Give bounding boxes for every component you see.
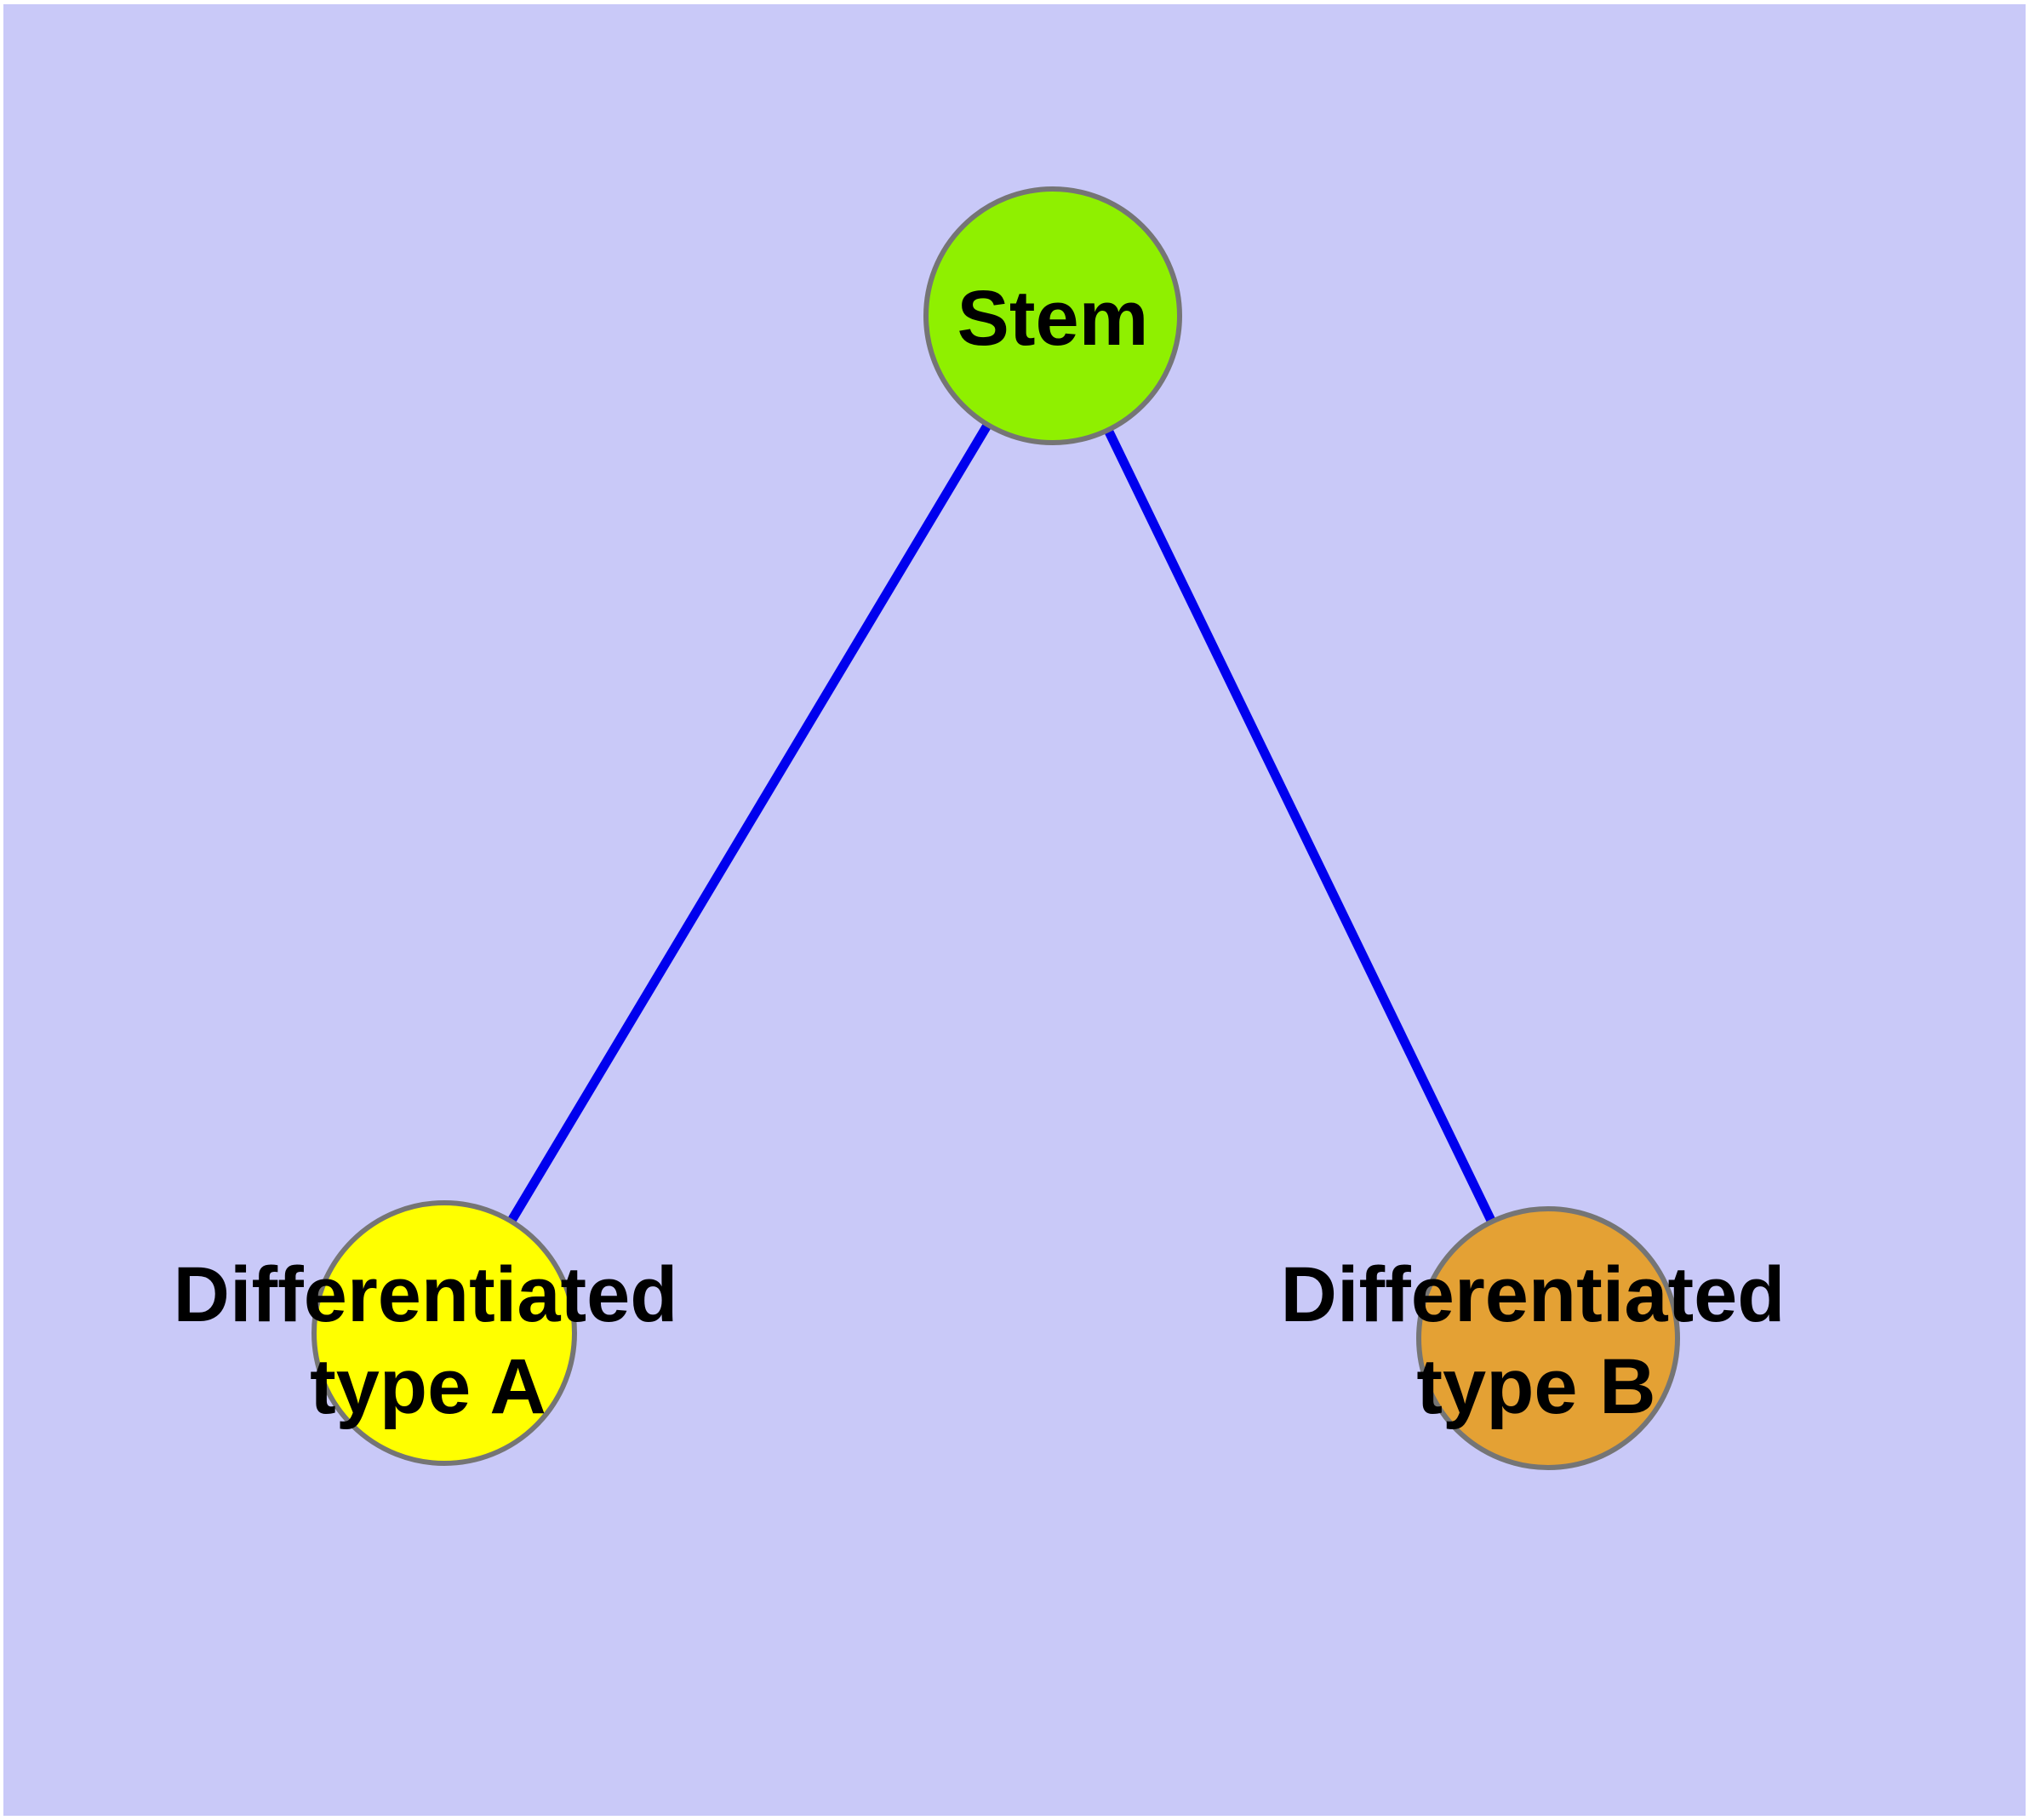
edge-stem-to-type-b xyxy=(1049,313,1552,1341)
node-type-b-label-line2: type B xyxy=(1416,1343,1655,1430)
node-type-b-circle xyxy=(1416,1206,1680,1470)
node-stem-label: Stem xyxy=(957,275,1149,362)
node-type-a-label-line1: Differentiated xyxy=(174,1251,678,1338)
edge-stem-to-type-a xyxy=(440,313,1057,1336)
node-type-b-label-line1: Differentiated xyxy=(1281,1251,1786,1338)
node-stem-circle xyxy=(923,186,1182,445)
node-type-a-circle xyxy=(311,1200,577,1466)
node-type-a-label-line2: type A xyxy=(310,1343,546,1430)
